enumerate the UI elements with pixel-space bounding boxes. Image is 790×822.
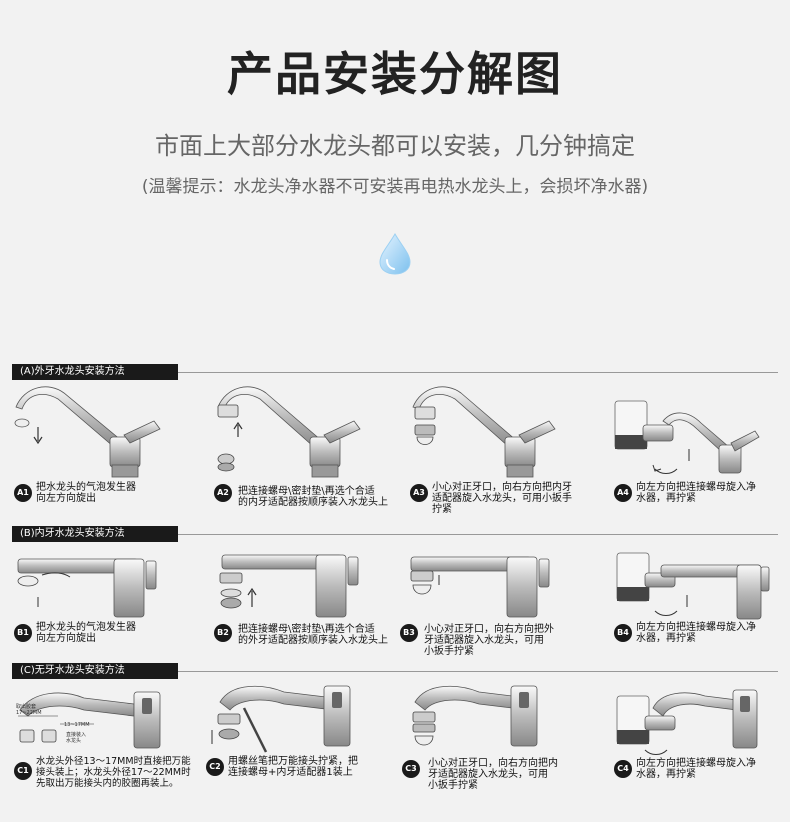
step-text-b2: 把连接螺母\密封垫\再选个合适 的外牙适配器按顺序装入水龙头上 [238, 624, 388, 646]
step-text-b1: 把水龙头的气泡发生器 向左方向旋出 [36, 622, 136, 644]
step-badge-c1: C1 [14, 762, 32, 780]
faucet-b1-illustration [17, 558, 157, 618]
c1-note-size: 13~17MM [64, 722, 90, 728]
step-text-b4: 向左方向把连接螺母旋入净 水器，再拧紧 [636, 622, 756, 644]
section-c-divider [178, 671, 778, 672]
c1-note-remove-sleeve: 取出胶套 17~22MM [16, 704, 42, 716]
faucet-a4-illustration [614, 400, 760, 474]
faucet-c4-illustration [616, 689, 758, 755]
faucet-c1-illustration [18, 691, 161, 749]
step-badge-b4: B4 [614, 624, 632, 642]
faucet-b2-illustration [219, 554, 359, 618]
step-badge-a2: A2 [214, 484, 232, 502]
faucet-c2-illustration [211, 685, 351, 753]
section-a-divider [178, 372, 778, 373]
step-badge-a3: A3 [410, 484, 428, 502]
step-badge-c3: C3 [402, 760, 420, 778]
step-text-c3: 小心对正牙口，向右方向把内 牙适配器旋入水龙头，可用 小扳手拧紧 [428, 758, 558, 791]
section-a-header: (A)外牙水龙头安装方法 [12, 364, 178, 380]
faucet-b3-illustration [410, 556, 550, 618]
step-badge-b3: B3 [400, 624, 418, 642]
page-subtitle: 市面上大部分水龙头都可以安装，几分钟搞定 [155, 132, 635, 160]
step-text-a3: 小心对正牙口，向右方向把内牙 适配器旋入水龙头，可用小扳手 拧紧 [432, 482, 572, 515]
water-drop-icon [379, 233, 411, 275]
faucet-b4-illustration [616, 552, 770, 620]
step-text-c2: 用螺丝笔把万能接头拧紧，把 连接螺母+内牙适配器1装上 [228, 756, 358, 778]
warning-tip: (温馨提示：水龙头净水器不可安装再电热水龙头上，会损坏净水器) [141, 177, 649, 197]
step-text-a1: 把水龙头的气泡发生器 向左方向旋出 [36, 482, 136, 504]
step-text-c1: 水龙头外径13～17MM时直接把万能 接头装上；水龙头外径17～22MM时 先取… [36, 756, 191, 789]
section-b-header: (B)内牙水龙头安装方法 [12, 526, 178, 542]
step-text-a2: 把连接螺母\密封垫\再选个合适 的内牙适配器按顺序装入水龙头上 [238, 486, 388, 508]
step-badge-c2: C2 [206, 758, 224, 776]
step-text-a4: 向左方向把连接螺母旋入净 水器，再拧紧 [636, 482, 756, 504]
c1-note-direct-fit: 直接装入 水龙头 [66, 732, 87, 744]
step-badge-b1: B1 [14, 624, 32, 642]
step-badge-c4: C4 [614, 760, 632, 778]
section-b-divider [178, 534, 778, 535]
faucet-c3-illustration [412, 685, 538, 747]
faucet-a1-illustration [14, 386, 161, 478]
section-c-header: (C)无牙水龙头安装方法 [12, 663, 178, 679]
step-badge-a4: A4 [614, 484, 632, 502]
page-title: 产品安装分解图 [227, 47, 563, 101]
step-text-c4: 向左方向把连接螺母旋入净 水器，再拧紧 [636, 758, 756, 780]
faucet-a2-illustration [217, 386, 361, 478]
step-text-b3: 小心对正牙口，向右方向把外 牙适配器旋入水龙头，可用 小扳手拧紧 [424, 624, 554, 657]
step-badge-b2: B2 [214, 624, 232, 642]
step-badge-a1: A1 [14, 484, 32, 502]
faucet-a3-illustration [412, 386, 556, 478]
